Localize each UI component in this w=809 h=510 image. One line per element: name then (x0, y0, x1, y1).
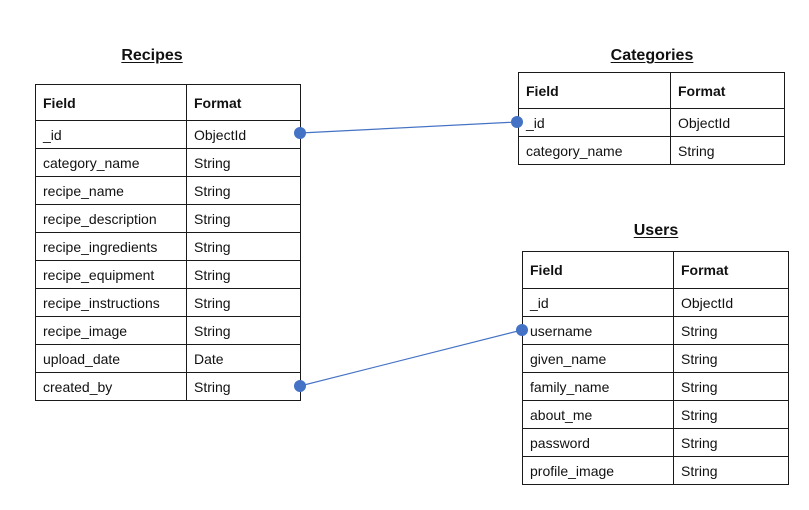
field-name: created_by (35, 372, 187, 401)
connector-line (299, 121, 518, 134)
field-name: _id (522, 288, 674, 317)
field-name: profile_image (522, 456, 674, 485)
table-row: _id ObjectId (518, 108, 785, 137)
field-name: recipe_equipment (35, 260, 187, 289)
table-row: category_name String (35, 148, 301, 177)
field-format: String (673, 344, 789, 373)
field-name: recipe_image (35, 316, 187, 345)
table-row: created_by String (35, 372, 301, 401)
table-header-row: Field Format (35, 84, 301, 121)
table-row: recipe_ingredients String (35, 232, 301, 261)
table-row: _id ObjectId (522, 288, 789, 317)
field-format: String (673, 400, 789, 429)
field-format: String (186, 372, 301, 401)
field-format: String (186, 204, 301, 233)
field-format: String (186, 260, 301, 289)
field-format: String (186, 176, 301, 205)
connector-recipes-users (294, 324, 528, 392)
table-header-row: Field Format (518, 72, 785, 109)
field-format: Date (186, 344, 301, 373)
table-row: password String (522, 428, 789, 457)
format-header: Format (186, 84, 301, 121)
field-name: _id (518, 108, 671, 137)
table-row: username String (522, 316, 789, 345)
categories-table: Field Format _id ObjectId category_name … (518, 72, 785, 165)
field-name: recipe_ingredients (35, 232, 187, 261)
field-name: category_name (35, 148, 187, 177)
users-table: Field Format _id ObjectId username Strin… (522, 251, 789, 485)
format-header: Format (673, 251, 789, 289)
table-row: profile_image String (522, 456, 789, 485)
table-row: recipe_name String (35, 176, 301, 205)
field-header: Field (518, 72, 671, 109)
table-header-row: Field Format (522, 251, 789, 289)
field-header: Field (522, 251, 674, 289)
users-title: Users (633, 222, 679, 239)
field-name: family_name (522, 372, 674, 401)
field-name: recipe_instructions (35, 288, 187, 317)
field-name: recipe_description (35, 204, 187, 233)
field-format: String (186, 288, 301, 317)
field-name: password (522, 428, 674, 457)
table-row: recipe_equipment String (35, 260, 301, 289)
format-header: Format (670, 72, 785, 109)
field-format: String (186, 148, 301, 177)
categories-title: Categories (610, 47, 694, 64)
field-format: String (673, 456, 789, 485)
field-name: _id (35, 120, 187, 149)
field-format: String (670, 136, 785, 165)
field-format: String (186, 316, 301, 345)
field-name: category_name (518, 136, 671, 165)
field-name: upload_date (35, 344, 187, 373)
field-format: ObjectId (670, 108, 785, 137)
table-row: family_name String (522, 372, 789, 401)
field-format: String (673, 316, 789, 345)
field-format: String (673, 372, 789, 401)
field-header: Field (35, 84, 187, 121)
table-row: _id ObjectId (35, 120, 301, 149)
table-row: about_me String (522, 400, 789, 429)
table-row: upload_date Date (35, 344, 301, 373)
field-format: String (186, 232, 301, 261)
field-name: about_me (522, 400, 674, 429)
field-name: given_name (522, 344, 674, 373)
table-row: recipe_instructions String (35, 288, 301, 317)
recipes-table: Field Format _id ObjectId category_name … (35, 84, 301, 401)
table-row: recipe_description String (35, 204, 301, 233)
recipes-title: Recipes (121, 47, 183, 64)
table-row: category_name String (518, 136, 785, 165)
table-row: recipe_image String (35, 316, 301, 345)
field-name: username (522, 316, 674, 345)
field-name: recipe_name (35, 176, 187, 205)
connector-recipes-categories (294, 116, 523, 139)
field-format: ObjectId (673, 288, 789, 317)
table-row: given_name String (522, 344, 789, 373)
field-format: String (673, 428, 789, 457)
connector-line (299, 329, 523, 387)
field-format: ObjectId (186, 120, 301, 149)
